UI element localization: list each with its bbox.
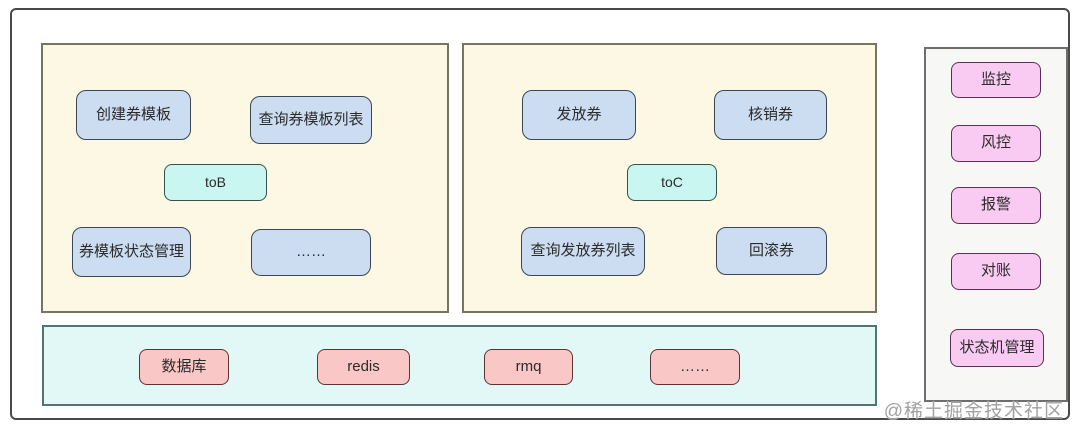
panel-tob-capabilities: 创建券模板 查询券模板列表 toB 券模板状态管理 ……: [41, 43, 449, 313]
node-monitoring: 监控: [951, 62, 1041, 98]
panel-infrastructure: 数据库 redis rmq ……: [42, 325, 877, 406]
node-risk-control: 风控: [951, 125, 1041, 162]
diagram-outer-frame: 创建券模板 查询券模板列表 toB 券模板状态管理 …… 发放券 核销券 toC…: [10, 8, 1070, 420]
node-infra-more: ……: [650, 349, 740, 385]
node-alerting: 报警: [951, 187, 1041, 224]
node-query-coupon-template-list: 查询券模板列表: [250, 96, 372, 144]
node-database: 数据库: [139, 349, 229, 385]
node-issue-coupon: 发放券: [522, 90, 636, 140]
panel-platform-services: 监控 风控 报警 对账 状态机管理: [924, 47, 1068, 402]
panel-toc-capabilities: 发放券 核销券 toC 查询发放券列表 回滚券: [462, 43, 877, 313]
node-rollback-coupon: 回滚券: [716, 227, 827, 275]
node-writeoff-coupon: 核销券: [714, 90, 827, 140]
node-query-issued-coupon-list: 查询发放券列表: [521, 227, 645, 276]
watermark: @稀土掘金技术社区: [883, 401, 1064, 422]
node-coupon-template-status-mgmt: 券模板状态管理: [72, 227, 191, 277]
node-rmq: rmq: [484, 349, 573, 385]
node-reconciliation: 对账: [951, 253, 1041, 290]
node-state-machine-mgmt: 状态机管理: [950, 329, 1044, 367]
tag-toc: toC: [627, 164, 717, 201]
node-redis: redis: [317, 349, 410, 385]
node-create-coupon-template: 创建券模板: [76, 90, 191, 140]
node-tob-more: ……: [251, 229, 371, 276]
tag-tob: toB: [164, 164, 267, 201]
